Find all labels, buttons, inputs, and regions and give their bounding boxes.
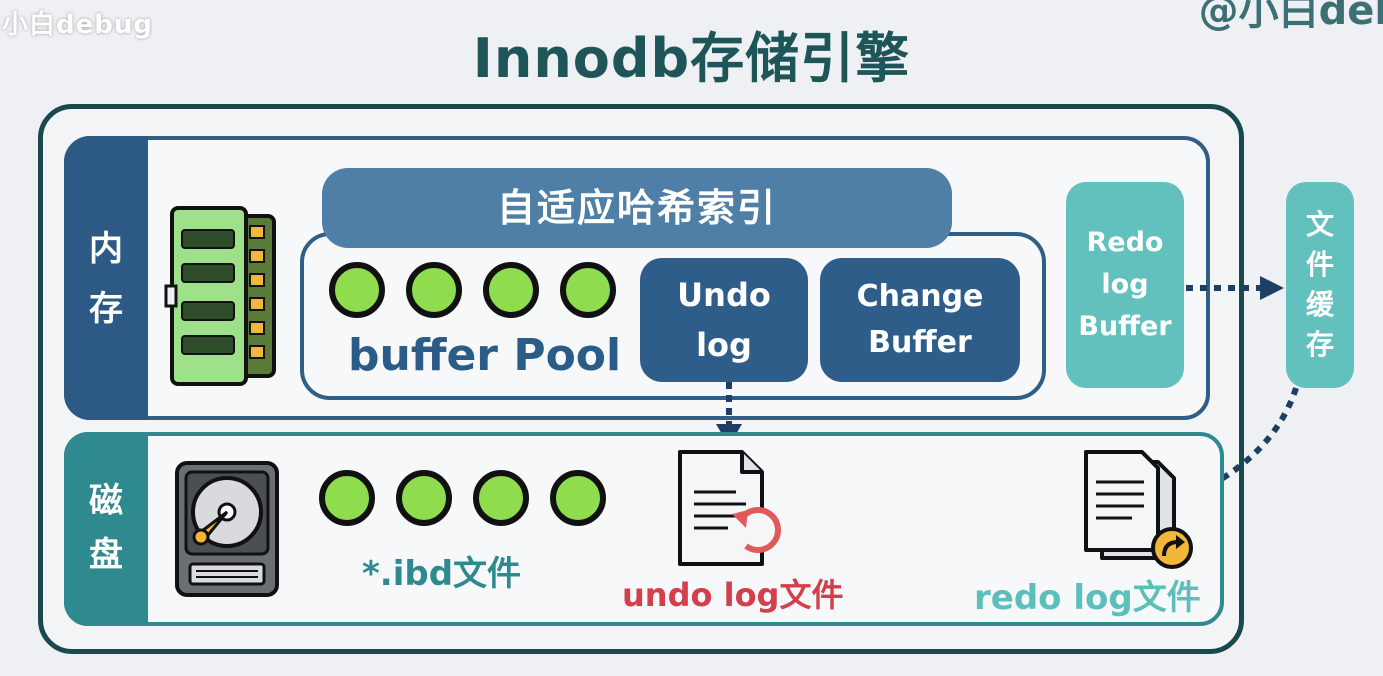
disk-label-line1: 磁 [89, 481, 123, 521]
arrow-right-icon [1186, 276, 1284, 300]
page-dot [483, 262, 539, 318]
memory-label-line2: 存 [89, 289, 123, 329]
change-buffer-line1: Change [856, 279, 984, 314]
disk-label: 磁 盘 [64, 432, 148, 626]
undo-log-file-label: undo log文件 [622, 576, 844, 614]
page-dot [473, 470, 529, 526]
hard-disk-icon [175, 461, 279, 597]
change-buffer-line2: Buffer [868, 325, 972, 360]
redo-file-icon [1084, 450, 1193, 569]
undo-file-icon [678, 450, 781, 566]
disk-label-line2: 盘 [89, 535, 123, 575]
adaptive-hash-index: 自适应哈希索引 [322, 168, 952, 248]
page-dot [406, 262, 462, 318]
redo-log-file-label: redo log文件 [974, 578, 1201, 618]
ibd-file-label: *.ibd文件 [362, 554, 522, 594]
ram-icon [164, 206, 276, 386]
page-dot [329, 262, 385, 318]
file-cache-line3: 缓 [1305, 288, 1334, 321]
undo-log-line1: Undo [677, 276, 771, 314]
watermark-left: 小白debug [2, 10, 153, 40]
buffer-pool-label: buffer Pool [348, 330, 622, 381]
redo-log-buffer-line3: Buffer [1078, 311, 1172, 342]
redo-log-buffer-box: Redo log Buffer [1066, 182, 1184, 388]
file-cache-box: 文 件 缓 存 [1286, 182, 1354, 388]
undo-log-box: Undo log [640, 258, 808, 382]
page-dot [560, 262, 616, 318]
page-dot [319, 470, 375, 526]
change-buffer-box: Change Buffer [820, 258, 1020, 382]
file-cache-line4: 存 [1305, 328, 1334, 361]
file-cache-line1: 文 [1305, 208, 1334, 241]
page-dot [396, 470, 452, 526]
page-title: Innodb存储引擎 [472, 27, 911, 90]
redo-log-buffer-line2: log [1101, 269, 1149, 300]
watermark-right: @小白deb [1198, 0, 1383, 34]
file-cache-line2: 件 [1305, 248, 1334, 281]
undo-log-line2: log [696, 326, 752, 364]
memory-label-line1: 内 [89, 229, 123, 269]
memory-label: 内 存 [64, 136, 148, 420]
page-dot [550, 470, 606, 526]
redo-log-buffer-line1: Redo [1086, 227, 1164, 258]
